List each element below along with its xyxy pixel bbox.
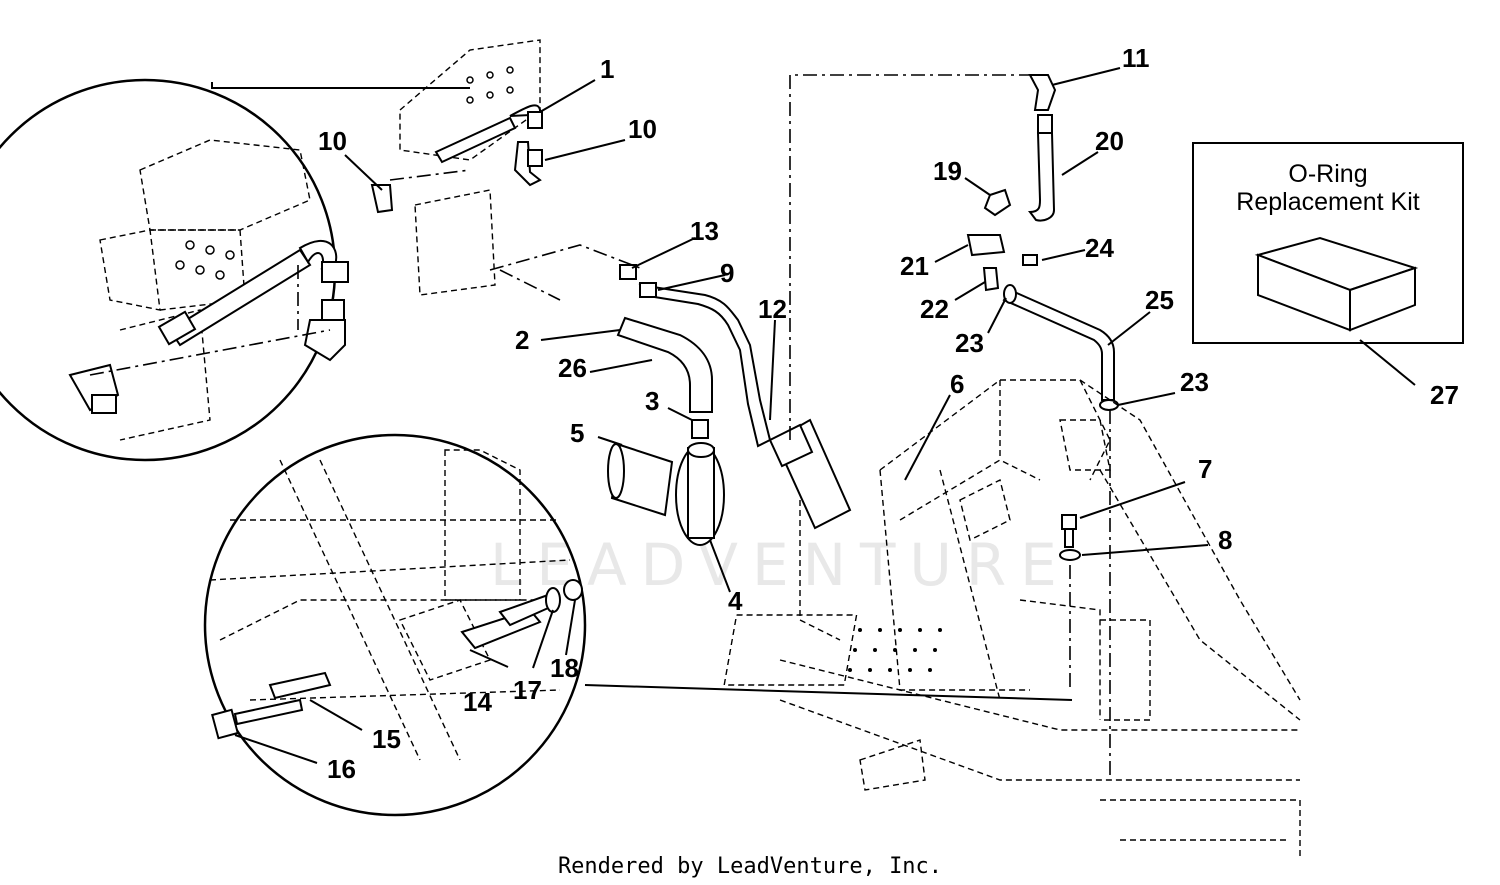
filter-12 bbox=[768, 418, 852, 530]
callout-21: 21 bbox=[900, 251, 929, 281]
tube-25 bbox=[1002, 288, 1115, 401]
callout-1: 1 bbox=[600, 54, 614, 84]
fitting-3 bbox=[691, 419, 709, 439]
valve-assembly bbox=[370, 39, 641, 301]
fitting-21 bbox=[966, 234, 1006, 257]
hose-26 bbox=[616, 316, 713, 413]
callout-18: 18 bbox=[550, 653, 579, 683]
callout-19: 19 bbox=[933, 156, 962, 186]
filter-5 bbox=[607, 443, 674, 517]
callout-labels: 1 10 10 11 20 19 21 22 23 24 25 23 27 13… bbox=[318, 43, 1459, 784]
detail-circle-bracket bbox=[203, 433, 587, 817]
callout-15: 15 bbox=[372, 724, 401, 754]
oring-23b bbox=[1099, 399, 1119, 411]
detail-circle-valve bbox=[0, 78, 349, 462]
callout-16: 16 bbox=[327, 754, 356, 784]
callout-8: 8 bbox=[1218, 525, 1232, 555]
callout-3: 3 bbox=[645, 386, 659, 416]
callout-4: 4 bbox=[728, 586, 743, 616]
detail-leader-valve bbox=[211, 82, 470, 89]
fitting-22 bbox=[982, 267, 1000, 292]
fitting-24 bbox=[1022, 254, 1038, 266]
callout-12: 12 bbox=[758, 294, 787, 324]
callout-13: 13 bbox=[690, 216, 719, 246]
hose-9 bbox=[638, 283, 772, 448]
callout-10b: 10 bbox=[318, 126, 347, 156]
frame-structure bbox=[723, 379, 1301, 860]
callout-23a: 23 bbox=[955, 328, 984, 358]
bolt-7 bbox=[1061, 514, 1077, 548]
oring-23a bbox=[1003, 284, 1017, 304]
oring-kit-panel: O-Ring Replacement Kit bbox=[1192, 142, 1464, 344]
callout-2: 2 bbox=[515, 325, 529, 355]
kit-title-line2: Replacement Kit bbox=[1236, 188, 1419, 216]
callout-22: 22 bbox=[920, 294, 949, 324]
callout-23b: 23 bbox=[1180, 367, 1209, 397]
callout-26: 26 bbox=[558, 353, 587, 383]
washer-8 bbox=[1059, 549, 1081, 561]
kit-title-line1: O-Ring bbox=[1288, 160, 1367, 188]
footer-credit: Rendered by LeadVenture, Inc. bbox=[558, 854, 942, 879]
filter-head-4 bbox=[675, 442, 725, 546]
callout-6: 6 bbox=[950, 369, 964, 399]
callout-5: 5 bbox=[570, 418, 584, 448]
connection-line-11 bbox=[789, 74, 1030, 440]
callout-24: 24 bbox=[1085, 233, 1114, 263]
callout-17: 17 bbox=[513, 675, 542, 705]
detail-leader-bracket bbox=[584, 684, 1073, 701]
callout-9: 9 bbox=[720, 258, 734, 288]
leader-lines bbox=[234, 67, 1416, 764]
fitting-19 bbox=[983, 188, 1012, 217]
callout-14: 14 bbox=[463, 687, 492, 717]
callout-20: 20 bbox=[1095, 126, 1124, 156]
callout-7: 7 bbox=[1198, 454, 1212, 484]
hose-20 bbox=[1028, 74, 1057, 222]
callout-10a: 10 bbox=[628, 114, 657, 144]
callout-25: 25 bbox=[1145, 285, 1174, 315]
callout-11: 11 bbox=[1122, 43, 1150, 73]
callout-27: 27 bbox=[1430, 380, 1459, 410]
fitting-13 bbox=[619, 264, 637, 280]
watermark-text: LEADVENTURE bbox=[490, 531, 1071, 599]
